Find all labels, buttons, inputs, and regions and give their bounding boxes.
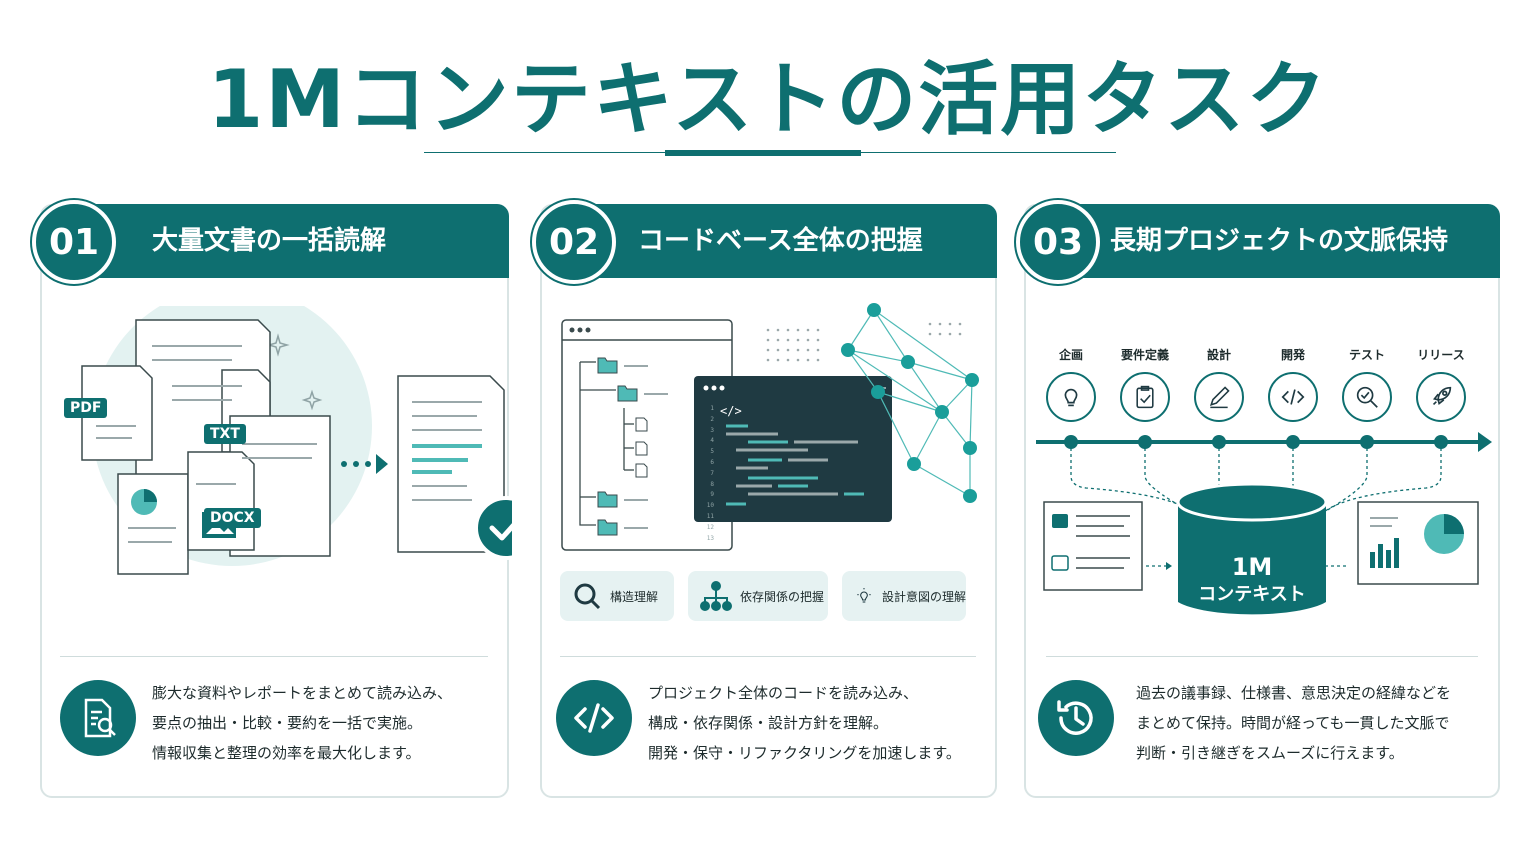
card-codebase: コードベース全体の把握 02 (532, 200, 997, 798)
pie-chart-icon (131, 489, 157, 515)
search-icon (574, 583, 601, 610)
card-bulk-documents: 大量文書の一括読解 01 (32, 200, 512, 798)
timeline-illustration (1036, 432, 1492, 615)
file-tree-window (561, 319, 733, 551)
stage-release: リリース (1406, 346, 1476, 422)
file-badge-pdf: PDF (64, 398, 108, 418)
hierarchy-icon (700, 581, 732, 611)
file-badge-docx: DOCX (204, 508, 261, 528)
codebase-illustration (561, 303, 979, 551)
card-title: 長期プロジェクトの文脈保持 (1110, 226, 1449, 256)
chip-design-intent: 設計意図の理解 (842, 571, 966, 621)
card-description: プロジェクト全体のコードを読み込み、 構成・依存関係・設計方針を理解。 開発・保… (648, 684, 961, 762)
card-header: 長期プロジェクトの文脈保持 (1066, 204, 1500, 278)
card-number: 02 (532, 200, 616, 284)
code-tag: </> (720, 404, 742, 418)
code-icon (1268, 372, 1318, 422)
dotted-arrow (341, 454, 388, 474)
magnifier-check-icon (1342, 372, 1392, 422)
database-label: 1M コンテキスト (1198, 553, 1306, 605)
file-badge-txt: TXT (204, 424, 246, 444)
card-divider (560, 656, 976, 657)
stage-requirements: 要件定義 (1110, 346, 1180, 422)
card-header: 大量文書の一括読解 (82, 204, 509, 278)
code-icon (556, 680, 632, 756)
chip-dependency: 依存関係の把握 (688, 571, 828, 621)
card-description: 膨大な資料やレポートをまとめて読み込み、 要点の抽出・比較・要約を一括で実施。 … (152, 684, 453, 762)
lightbulb-icon (857, 588, 871, 603)
card-divider (1046, 656, 1478, 657)
stage-development: 開発 (1258, 346, 1328, 422)
notes-panel (1043, 501, 1143, 591)
stage-planning: 企画 (1036, 346, 1106, 422)
card-description: 過去の議事録、仕様書、意思決定の経緯などを まとめて保持。時間が経っても一貫した… (1136, 684, 1452, 762)
stage-design: 設計 (1184, 346, 1254, 422)
card-header: コードベース全体の把握 (582, 204, 997, 278)
card-title: 大量文書の一括読解 (152, 226, 387, 256)
result-document (397, 375, 505, 553)
document-search-icon (60, 680, 136, 756)
card-number: 03 (1016, 200, 1100, 284)
history-icon (1038, 680, 1114, 756)
card-long-project: 長期プロジェクトの文脈保持 03 (1016, 200, 1500, 798)
clipboard-check-icon (1120, 372, 1170, 422)
analytics-panel (1357, 501, 1479, 585)
dot-grid (766, 322, 962, 362)
pencil-icon (1194, 372, 1244, 422)
stage-testing: テスト (1332, 346, 1402, 422)
title-underline-accent (665, 150, 861, 156)
database-icon (1176, 482, 1328, 615)
chip-structure: 構造理解 (560, 571, 674, 621)
card-number: 01 (32, 200, 116, 284)
rocket-icon (1416, 372, 1466, 422)
code-editor-window (694, 376, 892, 522)
card-divider (60, 656, 488, 657)
page-title: 1Mコンテキストの活用タスク (207, 53, 1329, 146)
card-title: コードベース全体の把握 (638, 226, 923, 256)
document-stack-illustration (81, 306, 512, 575)
network-graph (847, 309, 973, 497)
check-circle-icon (474, 496, 512, 560)
lightbulb-icon (1046, 372, 1096, 422)
